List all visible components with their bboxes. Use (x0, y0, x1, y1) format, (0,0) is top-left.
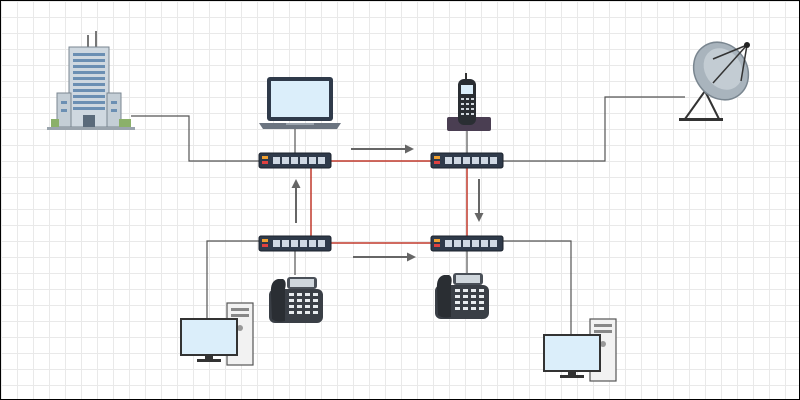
office-building-icon (47, 31, 135, 130)
flow-arrow-right-top (351, 144, 414, 154)
link-building-to-switch (131, 115, 259, 162)
switch-bottom-left-icon (258, 235, 332, 252)
switch-bottom-right-icon (430, 235, 504, 252)
flow-arrow-right-bottom (353, 252, 416, 262)
switch-top-left-icon (258, 152, 332, 169)
laptop-icon (259, 77, 341, 129)
flow-arrow-down-right (474, 179, 484, 222)
desktop-right-icon (543, 318, 617, 382)
desk-phone-left-icon (269, 277, 323, 323)
flow-arrows (291, 144, 484, 262)
cordless-phone-icon (447, 73, 491, 131)
desk-phone-right-icon (435, 273, 489, 319)
switch-top-right-icon (430, 152, 504, 169)
link-desktop-left (206, 240, 259, 319)
satellite-dish-icon (679, 41, 750, 121)
desktop-left-icon (180, 302, 254, 366)
flow-arrow-up-left (291, 179, 301, 223)
link-dish-to-switch (503, 96, 685, 162)
link-desktop-right (503, 240, 572, 337)
connection-lines (131, 96, 685, 337)
